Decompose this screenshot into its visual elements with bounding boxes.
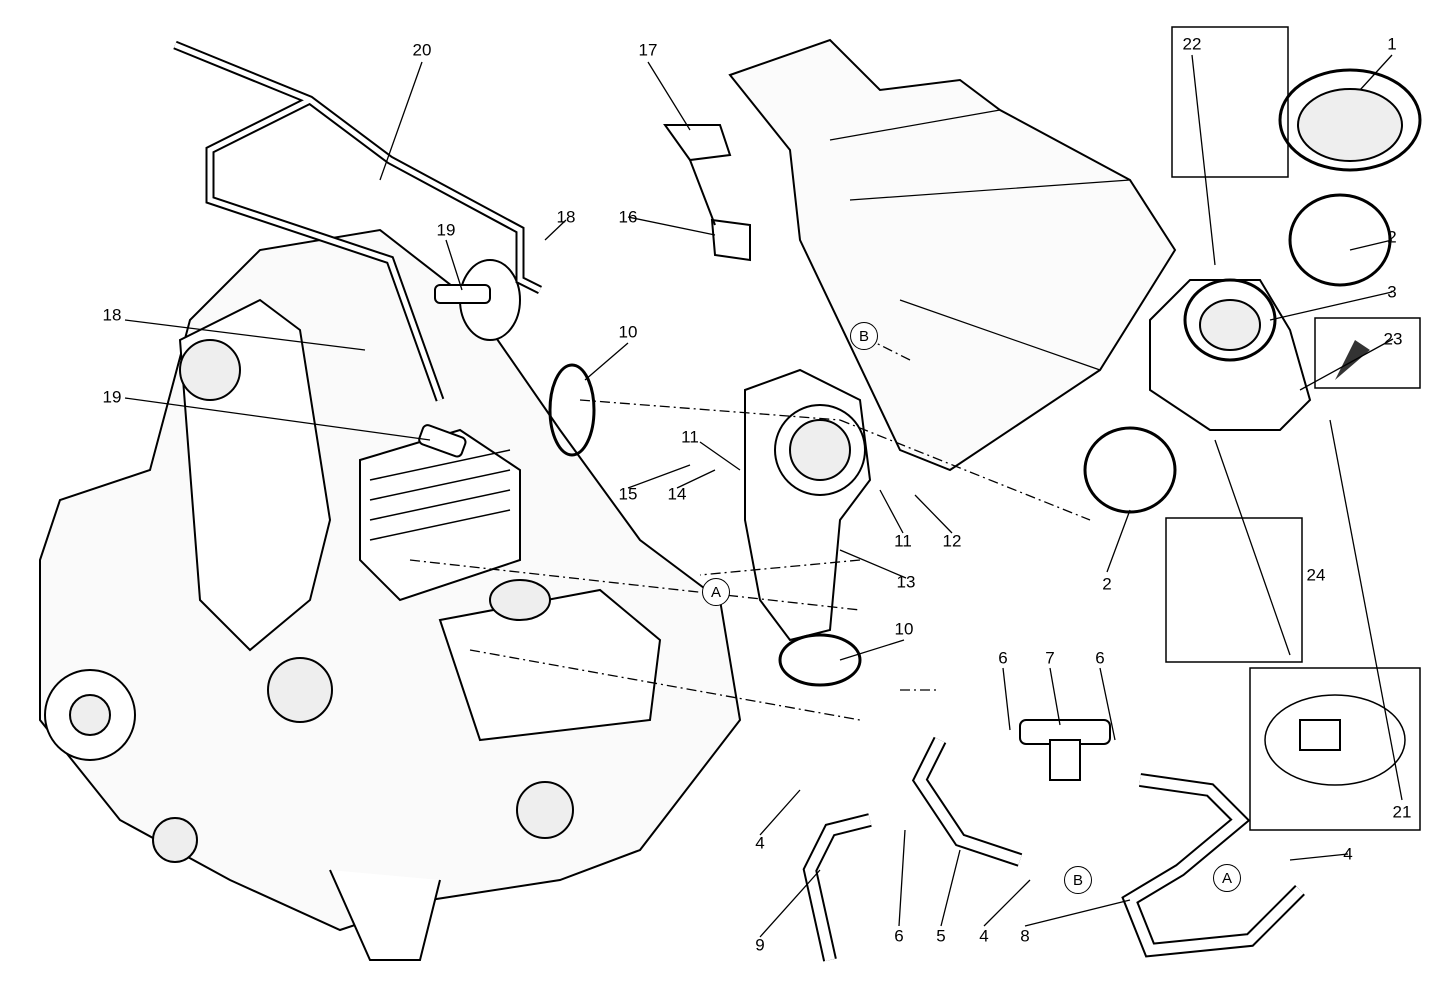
callout-10: 10 (618, 322, 638, 342)
callout-7: 7 (1045, 648, 1055, 668)
inset-box-21 (1249, 667, 1421, 831)
inset-box-24 (1165, 517, 1303, 663)
callout-22: 22 (1182, 34, 1202, 54)
callout-23: 23 (1383, 329, 1403, 349)
callout-21: 21 (1392, 802, 1412, 822)
callout-6: 6 (1095, 648, 1105, 668)
callout-17: 17 (638, 40, 658, 60)
callout-10: 10 (894, 619, 914, 639)
callout-2: 2 (1387, 227, 1397, 247)
callout-24: 24 (1306, 565, 1326, 585)
inset-box-23 (1314, 317, 1421, 389)
callout-19: 19 (436, 220, 456, 240)
callout-11: 11 (681, 427, 699, 447)
callout-13: 13 (896, 572, 916, 592)
callout-3: 3 (1387, 282, 1397, 302)
callout-2: 2 (1102, 574, 1112, 594)
callout-14: 14 (667, 484, 687, 504)
inset-box-22 (1171, 26, 1289, 178)
callout-4: 4 (1343, 844, 1353, 864)
callout-8: 8 (1020, 926, 1030, 946)
reference-a: A (702, 578, 730, 606)
callout-20: 20 (412, 40, 432, 60)
callout-18: 18 (556, 207, 576, 227)
callout-5: 5 (936, 926, 946, 946)
callout-12: 12 (942, 531, 962, 551)
callout-16: 16 (618, 207, 638, 227)
callout-18: 18 (102, 305, 122, 325)
reference-a: A (1213, 864, 1241, 892)
callout-4: 4 (979, 926, 989, 946)
callout-15: 15 (618, 484, 638, 504)
callout-19: 19 (102, 387, 122, 407)
callout-6: 6 (998, 648, 1008, 668)
callout-1: 1 (1387, 34, 1397, 54)
callout-11: 11 (894, 531, 912, 551)
reference-b: B (1064, 866, 1092, 894)
callout-6: 6 (894, 926, 904, 946)
callout-4: 4 (755, 833, 765, 853)
reference-b: B (850, 322, 878, 350)
callout-9: 9 (755, 935, 765, 955)
